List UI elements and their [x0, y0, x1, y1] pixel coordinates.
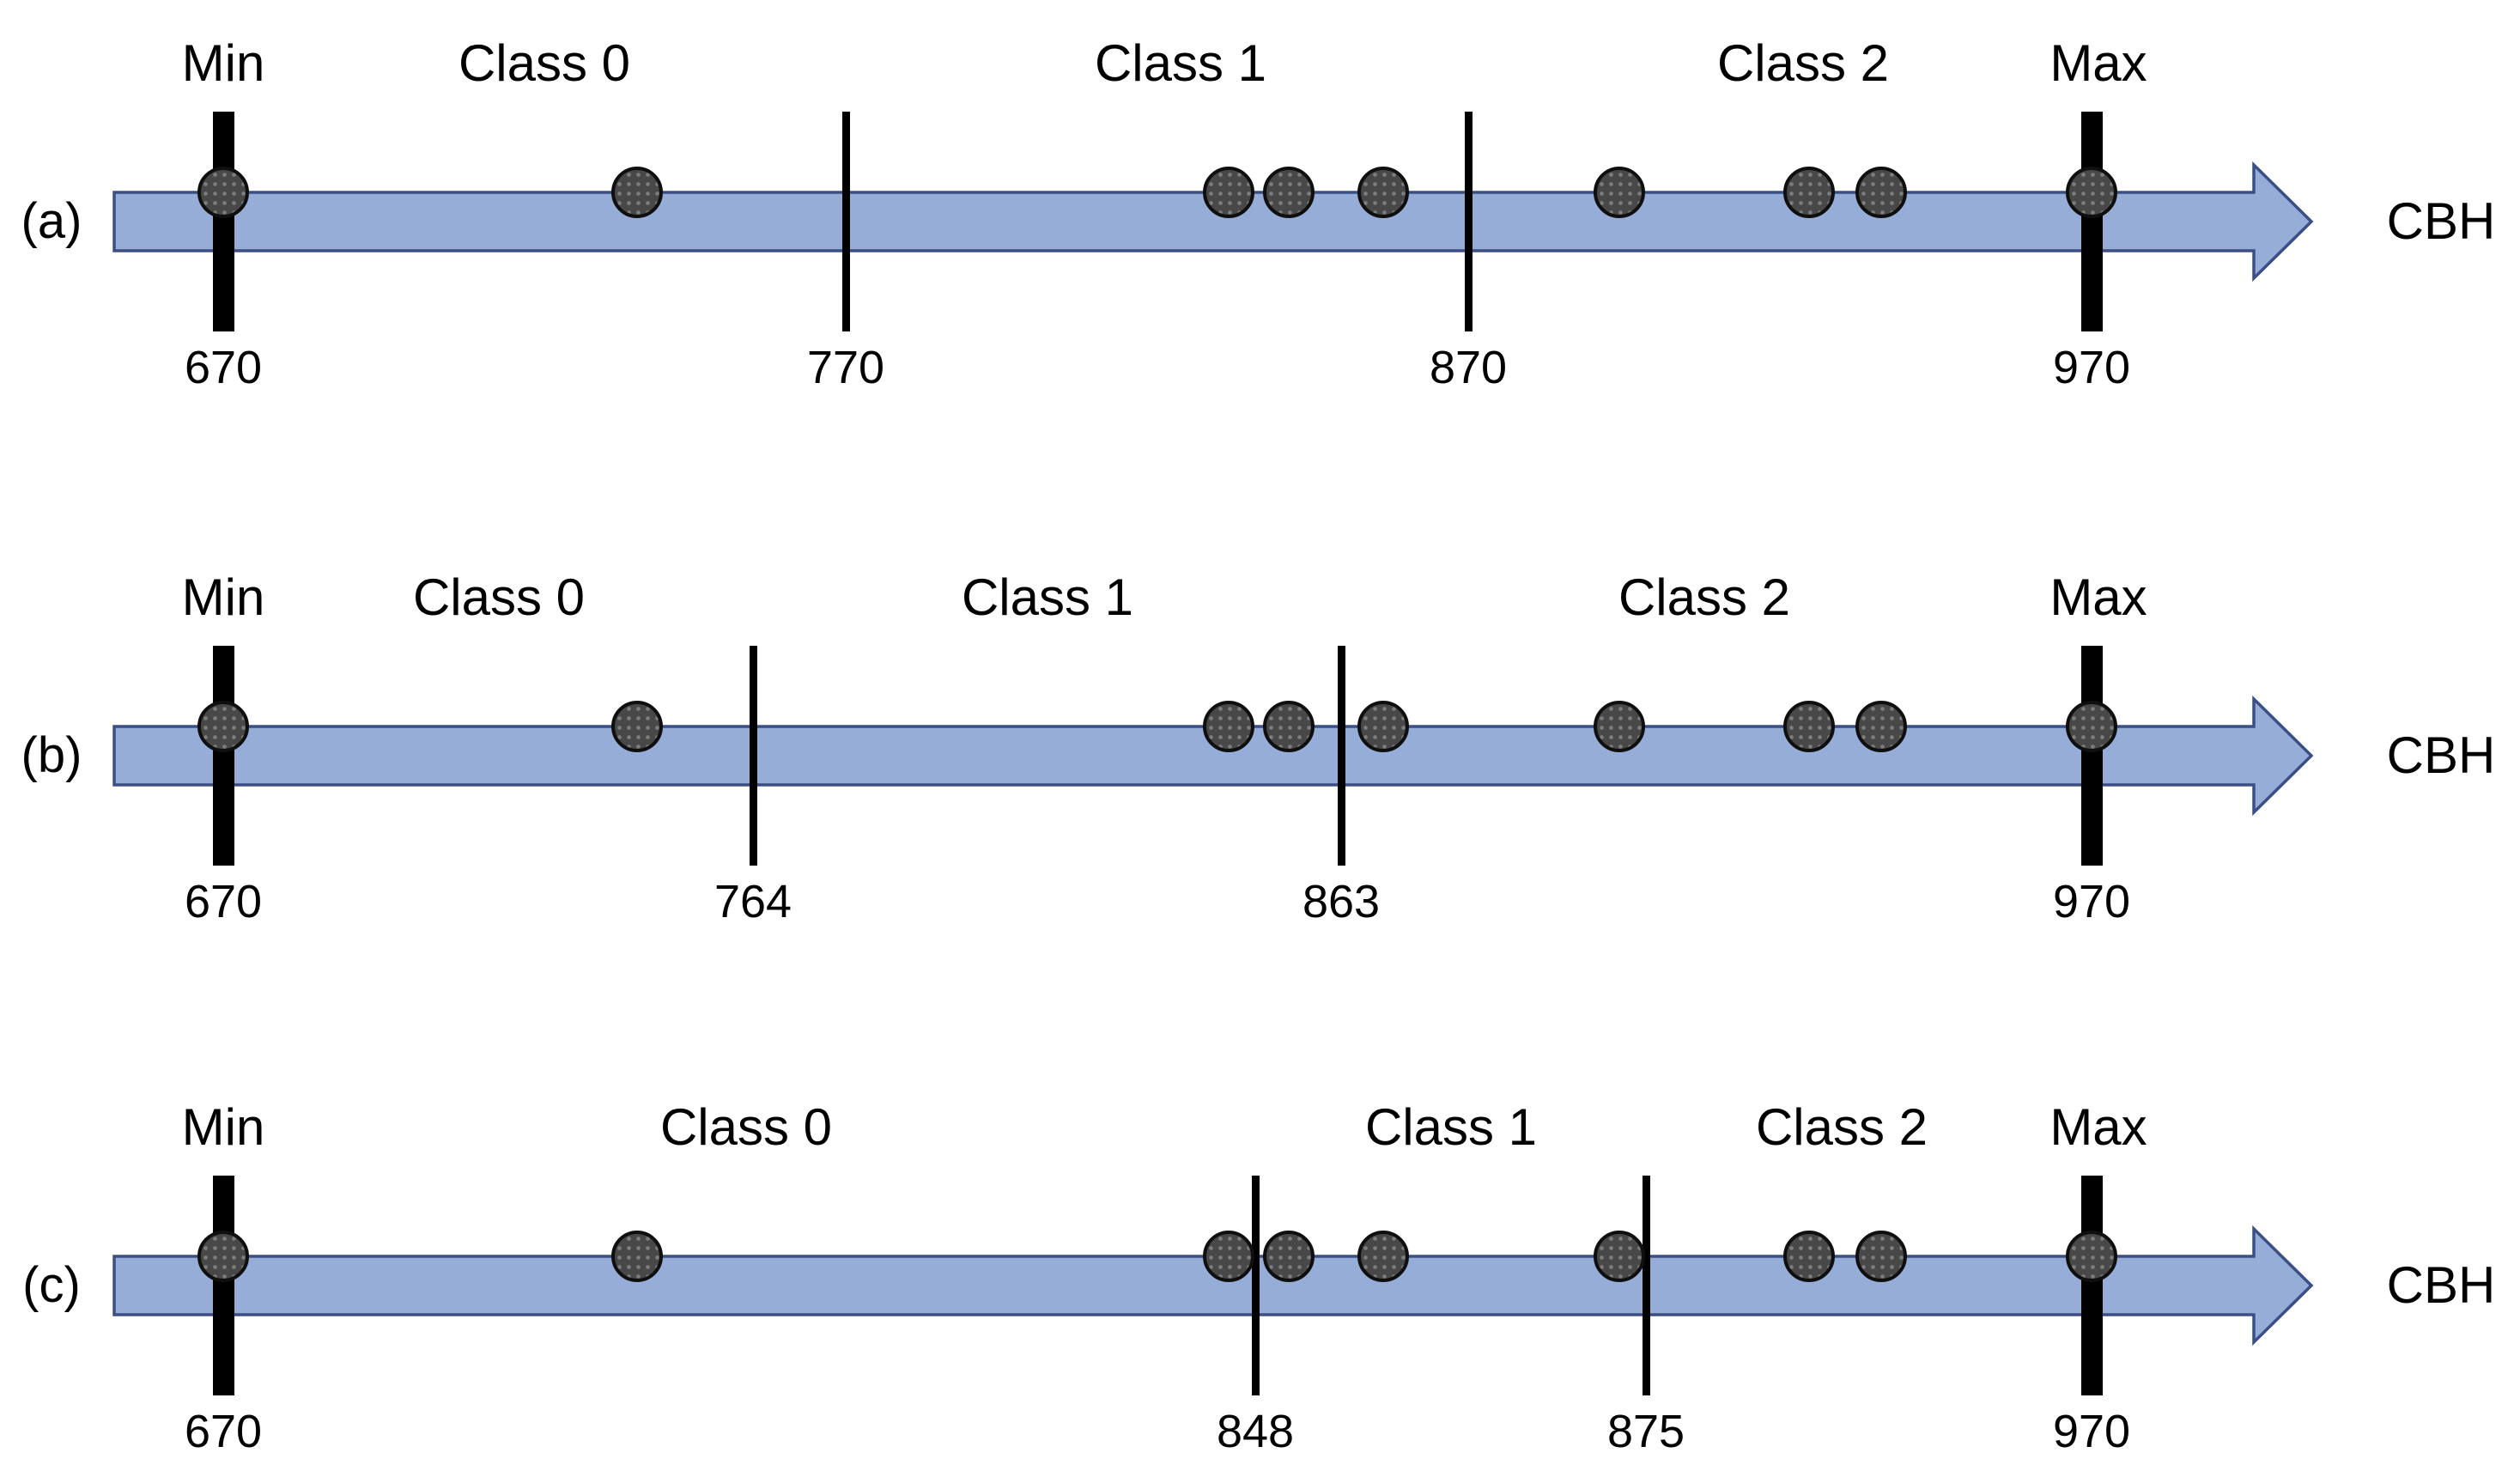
max-label: Max	[2049, 1098, 2147, 1156]
data-dot	[1594, 1231, 1645, 1282]
row-label: (c)	[22, 1257, 81, 1313]
data-dot	[1783, 167, 1835, 218]
min-tick	[212, 112, 234, 331]
axis-label: CBH	[2386, 192, 2496, 250]
data-dot	[611, 701, 663, 752]
data-dot	[1783, 1231, 1835, 1282]
data-dot	[2066, 701, 2117, 752]
axis-label: CBH	[2386, 1256, 2496, 1314]
data-dot	[2066, 167, 2117, 218]
tick-value-label: 670	[184, 342, 263, 393]
data-dot	[1594, 701, 1645, 752]
class-label: Class 1	[961, 568, 1134, 626]
class-label: Class 1	[1094, 34, 1267, 92]
tick-value-label: 848	[1216, 1406, 1295, 1457]
max-tick	[2080, 1176, 2103, 1395]
data-dot	[197, 167, 249, 218]
cbh-arrow-band	[112, 1225, 2314, 1346]
max-label: Max	[2049, 34, 2147, 92]
class-label: Class 0	[412, 568, 586, 626]
max-tick	[2080, 646, 2103, 866]
data-dot	[1357, 1231, 1409, 1282]
data-dot	[2066, 1231, 2117, 1282]
data-dot	[1357, 167, 1409, 218]
class-label: Class 0	[659, 1098, 833, 1156]
data-dot	[1263, 1231, 1315, 1282]
data-dot	[1357, 701, 1409, 752]
class-label: Class 0	[458, 34, 631, 92]
data-dot	[197, 1231, 249, 1282]
tick-value-label: 970	[2052, 1406, 2131, 1457]
data-dot	[1263, 701, 1315, 752]
row-label: (b)	[21, 727, 82, 783]
class-boundary-tick	[1642, 1176, 1650, 1395]
data-dot	[1855, 1231, 1907, 1282]
class-boundary-tick	[841, 112, 850, 331]
axis-label: CBH	[2386, 726, 2496, 784]
data-dot	[1783, 701, 1835, 752]
data-dot	[611, 1231, 663, 1282]
class-label: Class 1	[1364, 1098, 1538, 1156]
cbh-arrow-band	[112, 161, 2314, 283]
cbh-arrow-band	[112, 695, 2314, 817]
max-tick	[2080, 112, 2103, 331]
arrow-polygon	[112, 1225, 2314, 1346]
class-boundary-tick	[1464, 112, 1473, 331]
tick-value-label: 970	[2052, 876, 2131, 927]
tick-value-label: 870	[1429, 342, 1508, 393]
min-label: Min	[181, 568, 265, 626]
min-tick	[212, 646, 234, 866]
max-label: Max	[2049, 568, 2147, 626]
tick-value-label: 770	[806, 342, 885, 393]
tick-value-label: 863	[1302, 876, 1381, 927]
min-label: Min	[181, 34, 265, 92]
class-label: Class 2	[1755, 1098, 1928, 1156]
min-tick	[212, 1176, 234, 1395]
row-label: (a)	[21, 193, 82, 249]
tick-value-label: 670	[184, 1406, 263, 1457]
data-dot	[1203, 167, 1254, 218]
class-boundary-tick	[1337, 646, 1345, 866]
class-boundary-tick	[1251, 1176, 1260, 1395]
tick-value-label: 764	[713, 876, 792, 927]
arrow-polygon	[112, 695, 2314, 817]
class-boundary-tick	[749, 646, 757, 866]
data-dot	[1263, 167, 1315, 218]
arrow-polygon	[112, 161, 2314, 283]
data-dot	[197, 701, 249, 752]
tick-value-label: 670	[184, 876, 263, 927]
tick-value-label: 970	[2052, 342, 2131, 393]
data-dot	[1594, 167, 1645, 218]
class-label: Class 2	[1618, 568, 1791, 626]
data-dot	[1203, 1231, 1254, 1282]
data-dot	[611, 167, 663, 218]
class-label: Class 2	[1716, 34, 1890, 92]
data-dot	[1855, 167, 1907, 218]
tick-value-label: 875	[1606, 1406, 1685, 1457]
data-dot	[1855, 701, 1907, 752]
min-label: Min	[181, 1098, 265, 1156]
data-dot	[1203, 701, 1254, 752]
